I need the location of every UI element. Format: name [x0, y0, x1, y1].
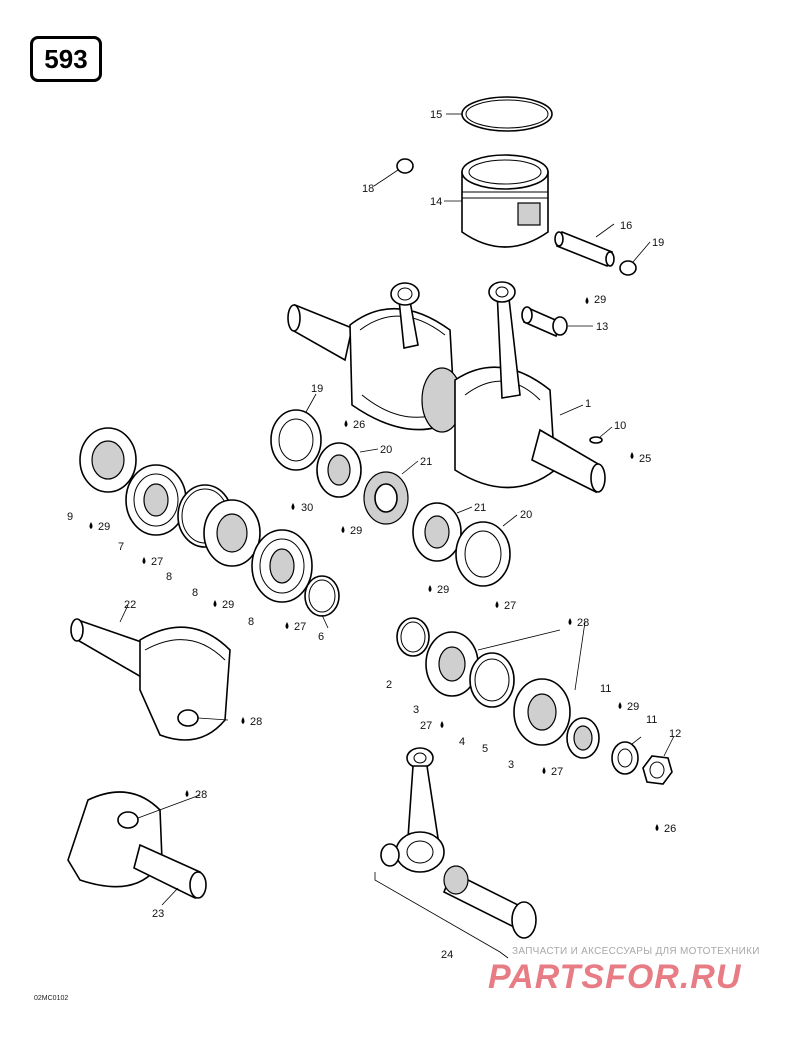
ring-4 — [469, 652, 515, 708]
callout-29-top: 29 — [594, 294, 606, 306]
callout-27-e: 27 — [420, 720, 432, 732]
callout-15: 13 — [596, 321, 608, 333]
drawing-code: 02MC0102 — [34, 995, 69, 1002]
callout-28-right: 28 — [577, 617, 589, 629]
nut-14 — [642, 755, 673, 785]
callout-9: 8 — [192, 587, 198, 599]
callout-3-lower: 3 — [508, 759, 514, 771]
woodruff-key — [589, 436, 603, 444]
thrust-washer-15 — [552, 316, 568, 336]
callout-2: 2 — [386, 679, 392, 691]
callout-7: 6 — [318, 631, 324, 643]
piston-pin — [554, 230, 615, 268]
callout-labels: 15 18 14 16 19 29 13 1 10 25 19 26 20 21… — [67, 109, 681, 961]
callout-20-upper: 19 — [311, 383, 323, 395]
piston — [461, 154, 549, 248]
oil-seal-11 — [79, 427, 137, 493]
watermark-logo: PARTSFOR.RU — [488, 958, 742, 996]
piston-circlip-left — [396, 158, 414, 174]
ring-7 — [304, 575, 340, 617]
callout-19-right: 19 — [652, 237, 664, 249]
callout-23: 22 — [124, 599, 136, 611]
callout-8-lower: 8 — [248, 616, 254, 628]
callout-11: 9 — [67, 511, 73, 523]
piston-circlip-right — [619, 260, 637, 276]
bearing-20-upper — [270, 409, 322, 471]
callout-5: 5 — [482, 743, 488, 755]
watermark-caption: ЗАПЧАСТИ И АКСЕССУАРЫ ДЛЯ МОТОТЕХНИКИ — [512, 946, 760, 957]
bearing-20-lower — [455, 521, 511, 587]
callout-27-c: 27 — [504, 600, 516, 612]
callout-1: 1 — [585, 398, 591, 410]
callout-27-b: 27 — [151, 556, 163, 568]
callout-21-upper: 20 — [380, 444, 392, 456]
callout-6: 11 — [600, 683, 611, 695]
callout-17: 15 — [430, 109, 442, 121]
connecting-rod-25 — [374, 747, 537, 959]
callout-27-d: 27 — [294, 621, 306, 633]
callout-19-left: 18 — [362, 183, 374, 195]
callout-29-center: 29 — [350, 525, 362, 537]
seal-21-lower — [412, 502, 462, 562]
callout-25: 24 — [441, 949, 453, 961]
bearing-3-lower — [513, 678, 571, 746]
callout-22: 21 — [420, 456, 432, 468]
bearing-8-lower — [251, 529, 313, 603]
crankshaft-half-24 — [67, 791, 207, 900]
seal-21-upper — [316, 442, 362, 498]
leader-lines — [119, 113, 675, 906]
seal-9 — [203, 499, 261, 567]
callout-28-lower: 28 — [195, 789, 207, 801]
callout-29-left: 29 — [98, 521, 110, 533]
callout-24: 23 — [152, 908, 164, 920]
callout-8-upper: 7 — [118, 541, 124, 553]
washer-13 — [611, 741, 639, 775]
callout-29-far: 29 — [627, 701, 639, 713]
callout-14: 12 — [669, 728, 681, 740]
callout-3-upper: 3 — [413, 704, 419, 716]
needle-bearing-small-end — [521, 306, 561, 338]
crankshaft-assembly — [287, 281, 606, 494]
callout-30: 30 — [301, 502, 313, 514]
callout-10: 8 — [166, 571, 172, 583]
lubricant-drop-icons — [89, 297, 659, 831]
pto-shaft-23 — [70, 618, 231, 741]
diagram-number-box: 593 — [30, 36, 102, 82]
callout-26-upper: 25 — [639, 453, 651, 465]
callout-27-a: 26 — [353, 419, 365, 431]
callout-29-right: 29 — [437, 584, 449, 596]
callout-26-lower: 26 — [664, 823, 676, 835]
callout-16: 14 — [430, 196, 442, 208]
callout-21-lower: 21 — [474, 502, 486, 514]
ring-2 — [396, 617, 430, 657]
callout-29-mid: 29 — [222, 599, 234, 611]
callout-27-f: 27 — [551, 766, 563, 778]
diagram-number: 593 — [44, 43, 88, 74]
callout-20-lower: 20 — [520, 509, 532, 521]
seal-6 — [566, 717, 600, 759]
bearing-8-upper — [125, 464, 187, 536]
callout-13: 11 — [646, 714, 657, 726]
callout-28-mid: 28 — [250, 716, 262, 728]
gear-22 — [363, 471, 409, 525]
callout-12: 10 — [614, 420, 626, 432]
piston-ring — [461, 96, 553, 132]
callout-18: 16 — [620, 220, 632, 232]
bearing-3-upper — [425, 631, 479, 697]
callout-4: 4 — [459, 736, 465, 748]
